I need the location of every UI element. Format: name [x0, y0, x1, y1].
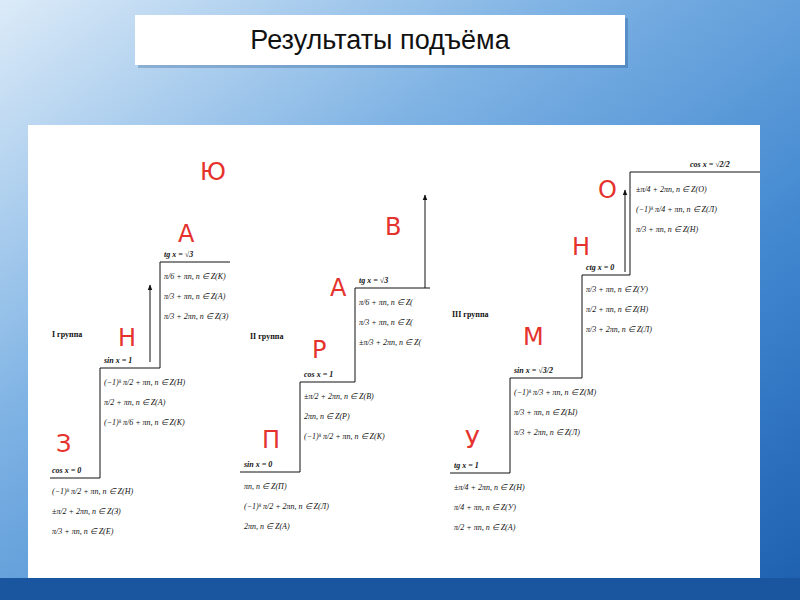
answer-option: π/3 + πn, n ∈ Z(Н): [636, 225, 698, 234]
result-letter: З: [56, 432, 71, 456]
answer-option: π/4 + πn, n ∈ Z(У): [454, 503, 516, 512]
stair-line: [450, 172, 760, 473]
answer-option: πn, n ∈ Z(П): [244, 482, 287, 491]
title-box: [135, 15, 625, 65]
stair-line: [50, 262, 230, 478]
equation-label: tg x = √3: [359, 276, 388, 285]
answer-option: ±π/3 + 2πn, n ∈ Z(: [359, 338, 421, 347]
equation-label: cos x = √2/2: [690, 160, 730, 169]
group-label: III группа: [452, 310, 489, 319]
answer-option: π/3 + 2πn, n ∈ Z(Л): [514, 428, 580, 437]
stair-arrow: [625, 190, 626, 272]
answer-option: ±π/2 + 2πn, n ∈ Z(В): [304, 392, 374, 401]
result-letter: Н: [118, 326, 136, 350]
answer-option: 2πn, n ∈ Z(А): [244, 522, 290, 531]
result-letter: Ю: [200, 160, 226, 184]
group-label: II группа: [250, 332, 283, 341]
answer-option: π/3 + πn, n ∈ Z(Ы): [514, 408, 577, 417]
group-label: I группа: [52, 330, 82, 339]
result-letter: В: [385, 215, 401, 239]
answer-option: 2πn, n ∈ Z(Р): [304, 412, 350, 421]
bottom-band: [0, 578, 800, 600]
content-panel: [28, 125, 760, 578]
answer-option: π/3 + πn, n ∈ Z(Е): [52, 527, 113, 536]
answer-option: (−1)ᵏ π/2 + πn, n ∈ Z(Н): [104, 378, 185, 387]
stair-line: [240, 288, 430, 472]
equation-label: cos x = 1: [304, 370, 333, 379]
result-letter: Н: [572, 235, 590, 259]
answer-option: (−1)ᵏ π/3 + πn, n ∈ Z(М): [514, 388, 596, 397]
answer-option: π/3 + 2πn, n ∈ Z(Л): [586, 325, 652, 334]
answer-option: π/3 + πn, n ∈ Z(: [359, 318, 413, 327]
equation-label: sin x = √3/2: [514, 366, 553, 375]
result-letter: П: [262, 428, 280, 452]
answer-option: π/2 + πn, n ∈ Z(А): [454, 523, 515, 532]
slide-title: Результаты подъёма: [135, 15, 625, 65]
result-letter: У: [465, 428, 480, 452]
answer-option: ±π/4 + 2πn, n ∈ Z(Н): [454, 483, 525, 492]
answer-option: (−1)ᵏ π/2 + πn, n ∈ Z(Н): [52, 487, 133, 496]
answer-option: π/3 + πn, n ∈ Z(А): [164, 292, 225, 301]
answer-option: (−1)ᵏ π/2 + 2πn, n ∈ Z(Л): [244, 502, 329, 511]
stairs: [50, 172, 760, 478]
result-letter: А: [330, 276, 346, 300]
equation-label: sin x = 1: [104, 356, 132, 365]
answer-option: (−1)ᵏ π/2 + πn, n ∈ Z(К): [304, 432, 385, 441]
result-letter: О: [598, 178, 617, 202]
answer-option: π/6 + πn, n ∈ Z(К): [164, 272, 226, 281]
answer-option: π/2 + πn, n ∈ Z(Н): [586, 305, 648, 314]
answer-option: π/2 + πn, n ∈ Z(А): [104, 398, 165, 407]
stair-arrow: [425, 195, 426, 288]
result-letter: А: [178, 222, 194, 246]
equation-label: sin x = 0: [244, 460, 272, 469]
result-letter: Р: [312, 338, 326, 362]
equation-label: tg x = √3: [164, 250, 193, 259]
equation-label: tg x = 1: [454, 461, 479, 470]
stair-arrow: [150, 285, 151, 362]
result-letter: М: [523, 325, 544, 349]
answer-option: π/3 + πn, n ∈ Z(У): [586, 285, 648, 294]
answer-option: (−1)ᵏ π/4 + πn, n ∈ Z(Л): [636, 205, 717, 214]
answer-option: ±π/4 + 2πn, n ∈ Z(О): [636, 185, 707, 194]
answer-option: ±π/2 + 2πn, n ∈ Z(З): [52, 507, 121, 516]
answer-option: (−1)ᵏ π/6 + πn, n ∈ Z(К): [104, 418, 185, 427]
equation-label: cos x = 0: [52, 466, 81, 475]
equation-label: ctg x = 0: [586, 263, 614, 272]
answer-option: π/3 + 2πn, n ∈ Z(З): [164, 312, 228, 321]
answer-option: π/6 + πn, n ∈ Z(: [359, 298, 413, 307]
